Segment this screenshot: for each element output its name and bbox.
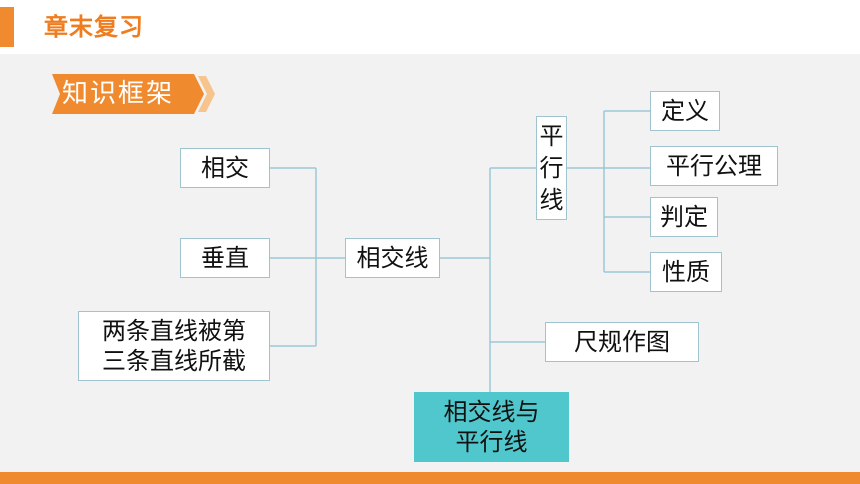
node-xingzhi: 性质	[650, 252, 722, 292]
node-xiangjiaoxian: 相交线	[345, 238, 440, 278]
node-center-topic: 相交线与 平行线	[414, 392, 569, 462]
node-dingyi: 定义	[650, 91, 720, 131]
node-center-line-1: 相交线与	[443, 398, 540, 426]
node-pingxingxian-char-3: 线	[539, 186, 564, 214]
header-accent-bar	[0, 7, 14, 47]
node-pingxingxian-char-2: 行	[539, 154, 564, 182]
node-center-line-2: 平行线	[455, 428, 528, 456]
section-badge	[52, 74, 215, 114]
node-sanxian: 两条直线被第 三条直线所截	[78, 311, 270, 381]
node-sanxian-line-2: 三条直线所截	[102, 347, 246, 375]
node-chuizhi: 垂直	[180, 238, 270, 278]
node-panding: 判定	[650, 197, 718, 237]
node-chigui: 尺规作图	[545, 322, 699, 362]
node-sanxian-line-1: 两条直线被第	[102, 317, 246, 345]
bottom-accent-bar	[0, 472, 860, 484]
node-pingxingxian-char-1: 平	[539, 122, 564, 150]
slide-header: 章末复习	[0, 0, 860, 54]
section-badge-label: 知识框架	[62, 79, 175, 109]
node-gongli: 平行公理	[650, 146, 778, 186]
node-xiangjiao: 相交	[180, 148, 270, 188]
node-pingxingxian: 平 行 线	[536, 116, 567, 220]
slide-title: 章末复习	[44, 13, 144, 41]
